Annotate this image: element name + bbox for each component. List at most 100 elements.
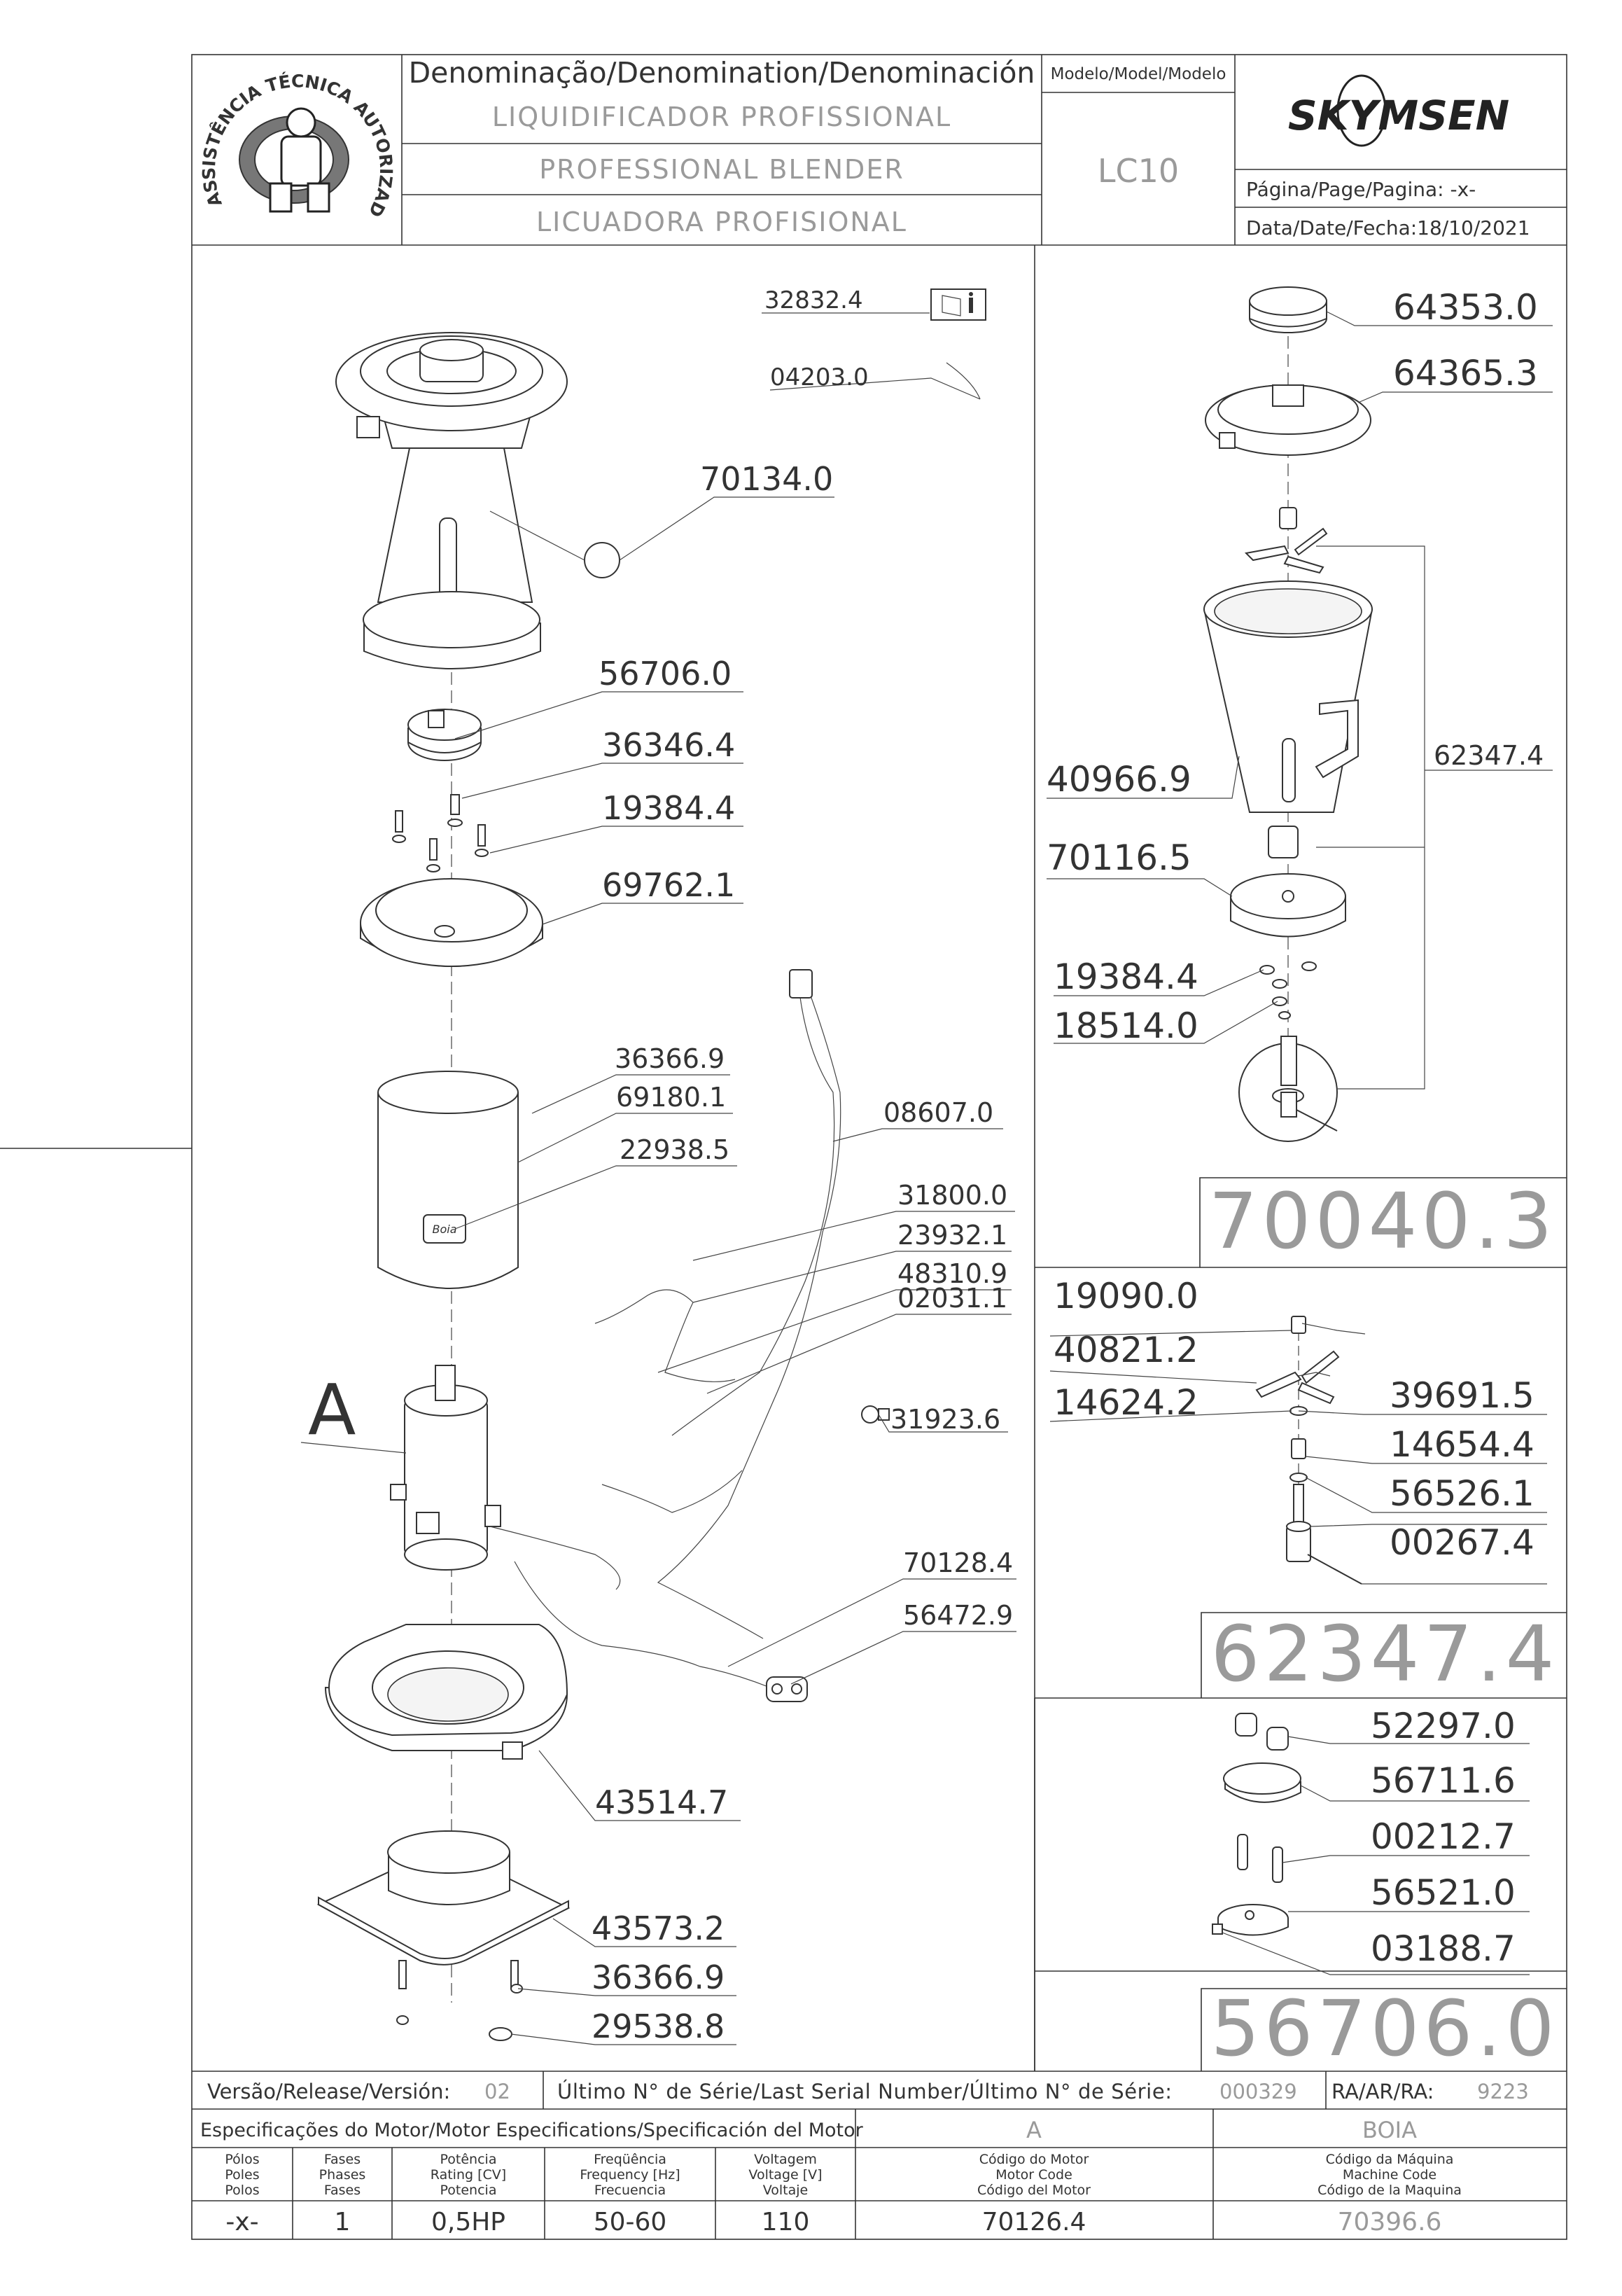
label-56472: 56472.9	[903, 1600, 1013, 1631]
label-56711: 56711.6	[1371, 1760, 1516, 1801]
label-40966: 40966.9	[1047, 759, 1191, 800]
label-64365: 64365.3	[1393, 353, 1538, 394]
motor-drawing	[390, 1365, 501, 1571]
label-62347-ref: 62347.4	[1434, 740, 1544, 771]
label-56706: 56706.0	[599, 655, 732, 693]
label-69762: 69762.1	[602, 866, 735, 904]
ra-label: RA/AR/RA:	[1331, 2080, 1434, 2103]
base-drawing	[324, 1624, 568, 1760]
brand-logo: SKYMSEN	[1288, 74, 1509, 147]
label-00267: 00267.4	[1390, 1522, 1534, 1563]
motor-letter-label: A	[308, 1369, 356, 1451]
screws-drawing	[392, 794, 489, 872]
svg-text:Frecuencia: Frecuencia	[594, 2183, 666, 2198]
logo-plate: Boia	[432, 1223, 456, 1236]
label-40821: 40821.2	[1054, 1330, 1198, 1370]
product-name-es: LICUADORA PROFISIONAL	[536, 207, 907, 237]
motor-spec-label: Especificações do Motor/Motor Especifica…	[200, 2120, 864, 2141]
sheet-frame	[0, 54, 1567, 2240]
serial-label: Último N° de Série/Last Serial Number/Úl…	[557, 2080, 1173, 2103]
kit-62347-drawing	[1049, 1316, 1547, 1585]
label-39691: 39691.5	[1390, 1375, 1534, 1416]
manual-icon	[930, 288, 986, 321]
svg-text:Motor Code: Motor Code	[995, 2167, 1072, 2183]
label-43514: 43514.7	[595, 1783, 728, 1821]
svg-text:Voltage [V]: Voltage [V]	[748, 2167, 822, 2183]
val-voltage: 110	[762, 2208, 810, 2236]
feet-drawing	[396, 1960, 523, 2041]
label-14654: 14654.4	[1390, 1424, 1534, 1465]
label-04203: 04203.0	[770, 363, 869, 391]
label-22938: 22938.5	[620, 1134, 729, 1165]
housing-drawing: Boia	[377, 1071, 519, 1289]
svg-text:Pólos: Pólos	[225, 2152, 259, 2167]
page-label: Página/Page/Pagina: -x-	[1246, 178, 1476, 201]
product-name-en: PROFESSIONAL BLENDER	[539, 154, 904, 185]
footer-table: Versão/Release/Versión: 02 Último N° de …	[200, 2080, 1529, 2236]
kit-56706-drawing	[1212, 1713, 1530, 1975]
label-23932: 23932.1	[897, 1220, 1007, 1251]
label-56521: 56521.0	[1371, 1872, 1516, 1913]
svg-text:Voltaje: Voltaje	[763, 2183, 809, 2198]
motor-letter: A	[1026, 2117, 1042, 2143]
svg-text:Código do Motor: Código do Motor	[979, 2152, 1089, 2167]
kit-70040-drawing	[1047, 286, 1553, 1142]
label-18514: 18514.0	[1054, 1006, 1198, 1046]
authorized-service-seal: ASSISTÊNCIA TÉCNICA AUTORIZADA	[0, 0, 396, 232]
column-headers: Pólos Poles Polos Fases Phases Fases Pot…	[225, 2152, 1462, 2198]
kit-56706-labels: 52297.0 56711.6 00212.7 56521.0 03188.7 …	[1211, 1706, 1555, 2073]
version-value: 02	[484, 2080, 510, 2103]
coupling-drawing	[407, 709, 482, 761]
label-02031: 02031.1	[897, 1283, 1007, 1314]
val-poles: -x-	[225, 2208, 258, 2236]
svg-text:Machine Code: Machine Code	[1343, 2167, 1436, 2183]
val-machine-code: 70396.6	[1338, 2208, 1442, 2236]
kit-70040-title: 70040.3	[1209, 1176, 1557, 1266]
label-36366-top: 36366.9	[615, 1043, 725, 1074]
date-label: Data/Date/Fecha:18/10/2021	[1246, 216, 1530, 239]
label-70116: 70116.5	[1047, 837, 1191, 878]
label-64353: 64353.0	[1393, 287, 1538, 328]
svg-text:Potência: Potência	[440, 2152, 497, 2167]
spec-values: -x- 1 0,5HP 50-60 110 70126.4 70396.6	[225, 2208, 1441, 2236]
svg-text:Código da Máquina: Código da Máquina	[1326, 2152, 1454, 2167]
svg-text:Phases: Phases	[319, 2167, 366, 2183]
svg-text:Potencia: Potencia	[440, 2183, 497, 2198]
label-52297: 52297.0	[1371, 1706, 1516, 1746]
val-frequency: 50-60	[594, 2208, 667, 2236]
label-29538: 29538.8	[592, 2008, 725, 2045]
svg-text:Rating [CV]: Rating [CV]	[431, 2167, 506, 2183]
svg-text:Frequency [Hz]: Frequency [Hz]	[580, 2167, 680, 2183]
label-08607: 08607.0	[883, 1097, 993, 1128]
label-03188: 03188.7	[1371, 1928, 1516, 1969]
label-70134: 70134.0	[700, 460, 833, 498]
label-36346: 36346.4	[602, 726, 735, 764]
label-00212: 00212.7	[1371, 1816, 1516, 1857]
svg-text:Fases: Fases	[324, 2183, 361, 2198]
model-label: Modelo/Model/Modelo	[1051, 65, 1226, 83]
svg-text:Poles: Poles	[225, 2167, 259, 2183]
ra-value: 9223	[1477, 2080, 1529, 2103]
label-43573: 43573.2	[592, 1909, 725, 1947]
kit-62347-labels: 19090.0 40821.2 14624.2 39691.5 14654.4 …	[1054, 1276, 1554, 1699]
wiring-harness-drawing	[489, 969, 890, 1702]
main-assembly-drawing: Boia	[300, 288, 1016, 2045]
val-phases: 1	[335, 2208, 351, 2236]
svg-text:Freqüência: Freqüência	[594, 2152, 666, 2167]
label-31923: 31923.6	[890, 1404, 1000, 1435]
top-cover-drawing	[360, 878, 543, 967]
brand-name: SKYMSEN	[1288, 92, 1509, 139]
label-32832: 32832.4	[764, 286, 863, 314]
label-69180: 69180.1	[616, 1082, 726, 1113]
serial-value: 000329	[1219, 2080, 1297, 2103]
label-31800: 31800.0	[897, 1180, 1007, 1211]
label-36366-bottom: 36366.9	[592, 1958, 725, 1996]
bottom-plate-drawing	[316, 1830, 571, 1965]
label-19090: 19090.0	[1054, 1276, 1198, 1316]
svg-text:Voltagem: Voltagem	[754, 2152, 817, 2167]
jar-assembly-drawing	[335, 332, 568, 669]
svg-text:Código del Motor: Código del Motor	[977, 2183, 1091, 2198]
kit-70040-labels: 64353.0 64365.3 40966.9 62347.4 70116.5 …	[1047, 287, 1557, 1266]
val-motor-code: 70126.4	[982, 2208, 1086, 2236]
